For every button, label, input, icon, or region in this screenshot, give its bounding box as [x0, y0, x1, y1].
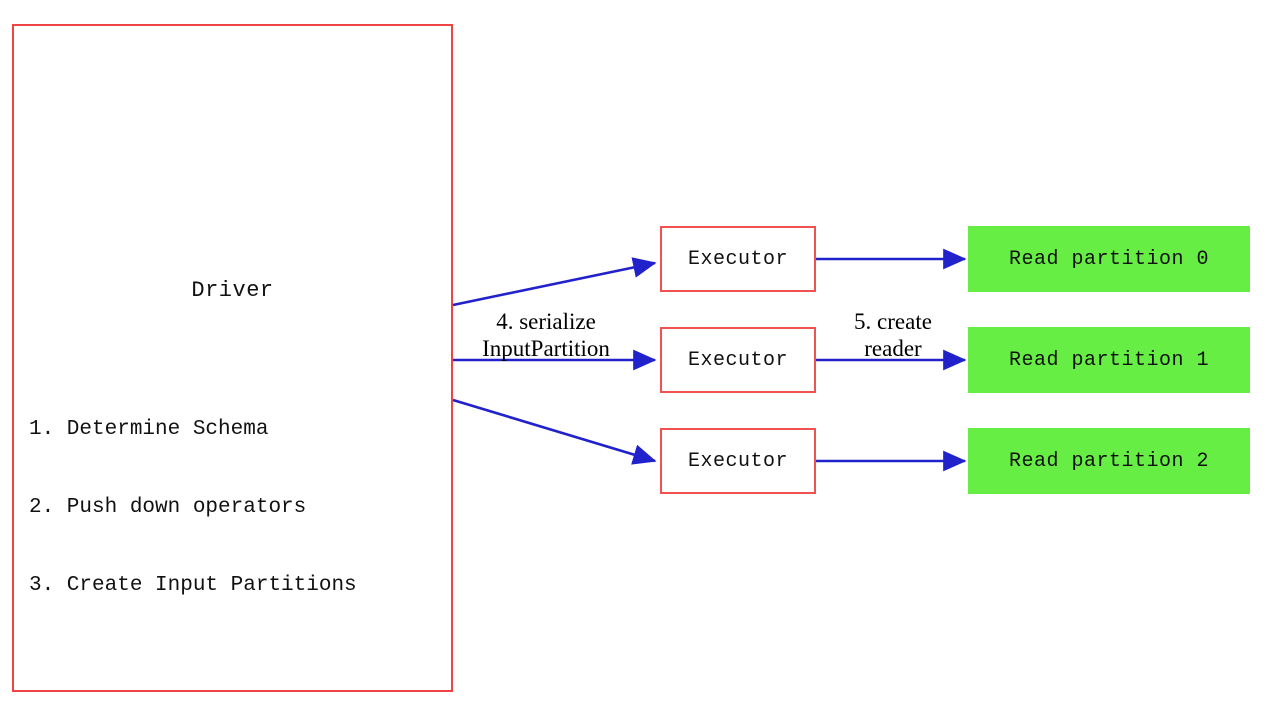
driver-box — [12, 24, 453, 692]
driver-step-3: 3. Create Input Partitions — [29, 574, 357, 597]
executor-box-0: Executor — [660, 226, 816, 292]
arrow-driver-to-executor-0 — [452, 257, 657, 307]
arrow-driver-to-executor-2 — [452, 398, 657, 465]
driver-step-2: 2. Push down operators — [29, 496, 307, 519]
read-partition-box-0: Read partition 0 — [968, 226, 1250, 292]
edge-label-create-reader: 5. create reader — [823, 308, 963, 362]
edge-label-serialize: 4. serialize InputPartition — [455, 308, 637, 362]
executor-box-2: Executor — [660, 428, 816, 494]
executor-box-1: Executor — [660, 327, 816, 393]
driver-title: Driver — [191, 278, 274, 303]
edge-label-serialize-line2: InputPartition — [482, 336, 610, 361]
read-partition-box-1: Read partition 1 — [968, 327, 1250, 393]
edge-label-serialize-line1: 4. serialize — [496, 309, 596, 334]
read-partition-box-2: Read partition 2 — [968, 428, 1250, 494]
driver-steps-list: 1. Determine Schema 2. Push down operato… — [29, 365, 357, 651]
driver-step-1: 1. Determine Schema — [29, 418, 269, 441]
edge-label-create-reader-line1: 5. create — [854, 309, 932, 334]
edge-label-create-reader-line2: reader — [864, 336, 922, 361]
